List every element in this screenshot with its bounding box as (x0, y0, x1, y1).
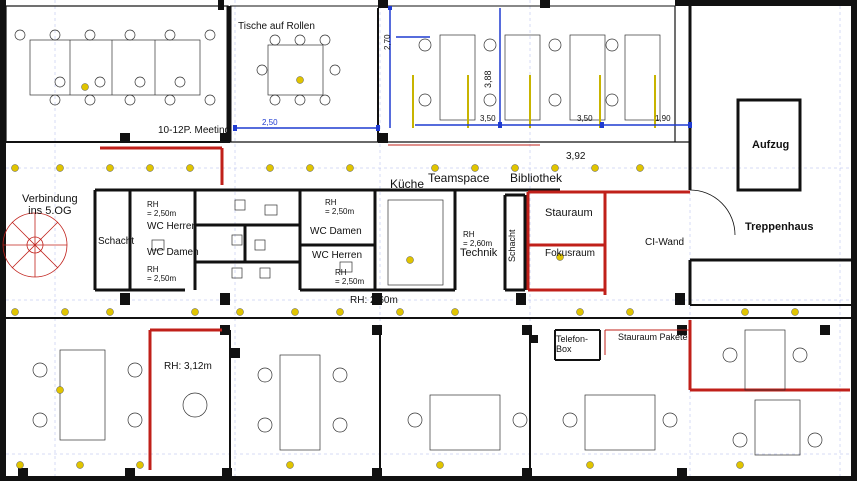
room-label-kueche: Küche (390, 177, 425, 191)
teamspace-walls (388, 5, 690, 143)
room-label-wc-herren-right: WC Herren (312, 250, 363, 261)
spiral-stair (2, 212, 68, 278)
room-label-stauraum: Stauraum (545, 207, 593, 219)
room-label-technik: Technik (460, 247, 498, 259)
room-height-a: RH = 2,50m (147, 200, 177, 219)
dimension-350-b: 3,50 (577, 114, 593, 123)
rollen-furniture (256, 34, 341, 106)
core-service-walls (93, 188, 560, 292)
rollen-room-walls (228, 5, 379, 143)
room-height-b: RH = 2,50m (147, 265, 177, 284)
dimension-388: 3,88 (483, 70, 493, 88)
dimension-lines (235, 8, 690, 129)
dimension-270: 2,70 (383, 34, 392, 50)
thin-red-lines (388, 144, 690, 355)
room-label-aufzug: Aufzug (752, 139, 790, 151)
room-height-312: RH: 3,12m (164, 361, 212, 372)
room-label-tische-auf-rollen: Tische auf Rollen (238, 21, 315, 32)
meeting-furniture (14, 29, 216, 106)
lamp-markers (11, 76, 799, 469)
room-label-verbindung: Verbindung ins 5.OG (22, 193, 78, 218)
columns (18, 0, 830, 478)
room-label-fokusraum: Fokusraum (545, 248, 596, 259)
room-height-d: RH = 2,50m (335, 268, 365, 287)
dimension-190: 1,90 (655, 114, 671, 123)
dimension-250: 2,50 (262, 118, 278, 127)
core-walls (688, 6, 851, 306)
door-swing-stair (689, 189, 736, 236)
room-label-wc-herren-left: WC Herren (147, 221, 198, 232)
room-label-schacht-left: Schacht (98, 236, 135, 247)
room-label-wc-damen-right: WC Damen (310, 226, 362, 237)
room-label-meeting: 10-12P. Meeting (158, 125, 231, 136)
room-label-schacht-right: Schacht (507, 229, 517, 262)
meeting-room-walls (5, 5, 230, 143)
sanitary-fixtures (151, 199, 444, 286)
teamspace-furniture (418, 34, 661, 121)
room-label-teamspace: Teamspace (428, 171, 490, 185)
room-height-c: RH = 2,50m (325, 198, 355, 217)
light-fixtures (412, 75, 656, 128)
room-label-telefon-box: Telefon- Box (556, 334, 589, 354)
dimension-392: 3,92 (566, 151, 586, 162)
room-height-technik: RH = 2,60m (463, 230, 493, 249)
desk-groups (32, 329, 823, 456)
lower-walls (0, 317, 851, 476)
room-label-stauraum-pakete: Stauraum Pakete (618, 332, 688, 342)
room-label-ci-wand: CI-Wand (645, 237, 685, 248)
dimension-350-a: 3,50 (480, 114, 496, 123)
highlight-walls (100, 146, 850, 470)
room-label-bibliothek: Bibliothek (510, 171, 563, 185)
dimension-ticks (233, 6, 692, 131)
room-label-wc-damen-left: WC Damen (147, 247, 199, 258)
corridor-height: RH: 2,60m (350, 295, 398, 306)
room-label-treppenhaus: Treppenhaus (745, 221, 814, 233)
